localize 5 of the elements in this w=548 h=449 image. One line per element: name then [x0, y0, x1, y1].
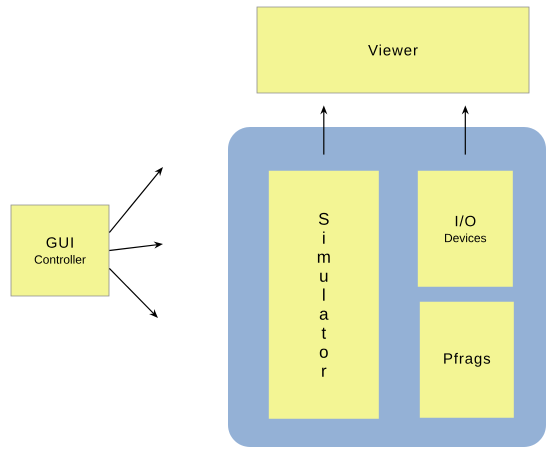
device-box: I/O Devices	[418, 170, 513, 287]
simulator-box: Simulator	[268, 170, 379, 419]
module-box: Pfrags	[420, 302, 514, 418]
controller-box: GUI Controller	[10, 204, 110, 296]
viewer-box: Viewer	[256, 6, 530, 94]
